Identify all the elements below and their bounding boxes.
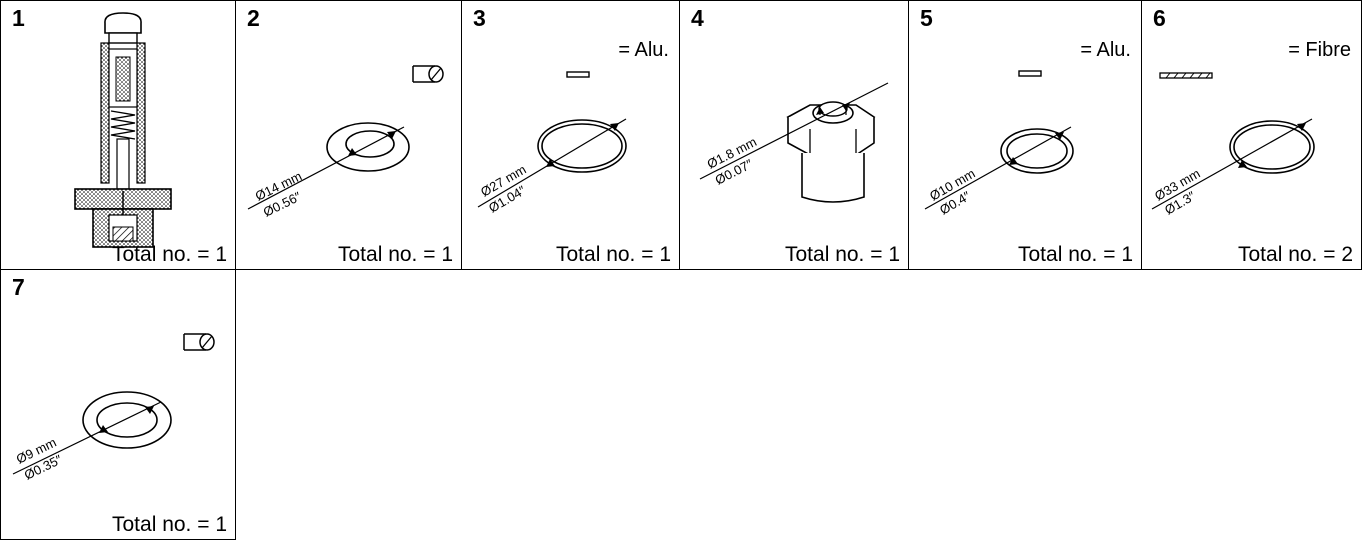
part-cell-1: 1 Total no. = bbox=[0, 0, 236, 270]
alu-gasket-drawing: Ø27 mm Ø1.04″ bbox=[477, 71, 627, 216]
part-number: 1 bbox=[12, 5, 25, 31]
total-quantity: Total no. = 1 bbox=[556, 243, 671, 266]
part-number: 3 bbox=[473, 5, 486, 31]
gasket-drawing: Ø14 mm Ø0.56″ bbox=[247, 65, 444, 220]
part-cell-3: 3 Ø27 mm Ø1.04″ = Alu. Total no. = 1 bbox=[461, 0, 680, 270]
material-label: = Alu. bbox=[1080, 39, 1131, 61]
part-cell-5: 5 Ø10 mm Ø0.4″ = Alu. Total no. = 1 bbox=[908, 0, 1142, 270]
round-section-icon bbox=[183, 333, 215, 351]
armature-tube-drawing bbox=[74, 12, 172, 248]
total-quantity: Total no. = 1 bbox=[112, 243, 227, 266]
part-cell-2: 2 Ø14 mm Ø0.56″ Total no. = 1 bbox=[235, 0, 462, 270]
orifice-drawing: Ø1.8 mm Ø0.07″ bbox=[699, 82, 889, 203]
part-number: 2 bbox=[247, 5, 260, 31]
round-section-icon bbox=[412, 65, 444, 83]
total-quantity: Total no. = 1 bbox=[785, 243, 900, 266]
fibre-gasket-drawing: Ø33 mm Ø1.3″ bbox=[1151, 72, 1315, 218]
material-label: = Fibre bbox=[1288, 39, 1351, 61]
alu-gasket-drawing: Ø10 mm Ø0.4″ bbox=[924, 70, 1074, 218]
part-number: 4 bbox=[691, 5, 704, 31]
part-number: 7 bbox=[12, 274, 25, 300]
part-cell-4: 4 Ø1.8 mm Ø0.07″ Total no. = 1 bbox=[679, 0, 909, 270]
part-number: 5 bbox=[920, 5, 933, 31]
part-cell-7: 7 Ø9 mm Ø0.35″ Total no. = 1 bbox=[0, 269, 236, 540]
material-label: = Alu. bbox=[618, 39, 669, 61]
part-cell-6: 6 Ø33 mm Ø1.3″ = Fibre Total no. = 2 bbox=[1141, 0, 1362, 270]
total-quantity: Total no. = 2 bbox=[1238, 243, 1353, 266]
flat-section-icon bbox=[566, 71, 590, 78]
gasket-drawing: Ø9 mm Ø0.35″ bbox=[12, 333, 215, 483]
total-quantity: Total no. = 1 bbox=[338, 243, 453, 266]
part-number: 6 bbox=[1153, 5, 1166, 31]
total-quantity: Total no. = 1 bbox=[1018, 243, 1133, 266]
flat-section-icon bbox=[1018, 70, 1042, 77]
fibre-section-icon bbox=[1159, 72, 1213, 79]
total-quantity: Total no. = 1 bbox=[112, 513, 227, 536]
